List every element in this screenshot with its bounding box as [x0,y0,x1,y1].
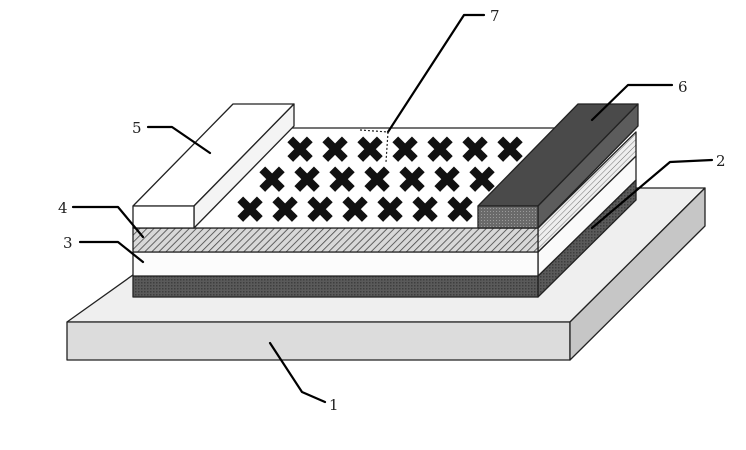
cross-marker: ✖ [361,158,393,202]
layer-4-front [132,227,539,253]
electrode-right [477,103,639,229]
cross-marker: ✖ [319,128,351,172]
label-2: 2 [716,152,726,170]
label-1: 1 [329,396,339,414]
layer-3-front [132,251,539,277]
cross-marker: ✖ [284,128,316,172]
electrode-right-front [477,205,539,229]
label-6: 6 [678,78,688,96]
cross-marker: ✖ [396,158,428,202]
cross-marker: ✖ [256,158,288,202]
leader-line-7-dotted [359,129,389,163]
leader-line-5 [146,125,212,155]
cross-marker: ✖ [459,128,491,172]
leader-line-6 [590,83,674,122]
cross-marker: ✖ [339,188,371,232]
substrate-front [66,321,571,361]
marker-array: ✖✖✖✖✖✖✖✖✖✖✖✖✖✖✖✖✖✖✖✖✖ [234,128,526,232]
electrode-left-front [132,205,195,229]
label-4: 4 [58,199,68,217]
leader-line-2 [590,158,714,230]
leader-line-1 [268,341,327,404]
label-7: 7 [490,7,500,25]
leader-line-3 [78,240,145,264]
cross-marker: ✖ [354,128,386,172]
layer-stack-front [132,227,539,298]
cross-marker: ✖ [374,188,406,232]
cross-marker: ✖ [424,128,456,172]
cross-marker: ✖ [431,158,463,202]
substrate-side [569,187,706,361]
label-3: 3 [63,234,73,252]
cross-marker: ✖ [291,158,323,202]
cross-marker: ✖ [326,158,358,202]
dark-bottom-layer-front [132,275,539,298]
cross-marker: ✖ [389,128,421,172]
cross-marker: ✖ [304,188,336,232]
leader-line-4 [71,205,145,239]
cross-marker: ✖ [269,188,301,232]
cross-marker: ✖ [234,188,266,232]
cross-marker: ✖ [444,188,476,232]
leader-line-7 [386,13,486,134]
leader-lines [71,13,714,404]
callout-labels: 1 2 3 4 5 6 7 [58,7,726,414]
cross-marker: ✖ [409,188,441,232]
label-5: 5 [132,119,142,137]
electrode-left [132,103,295,229]
